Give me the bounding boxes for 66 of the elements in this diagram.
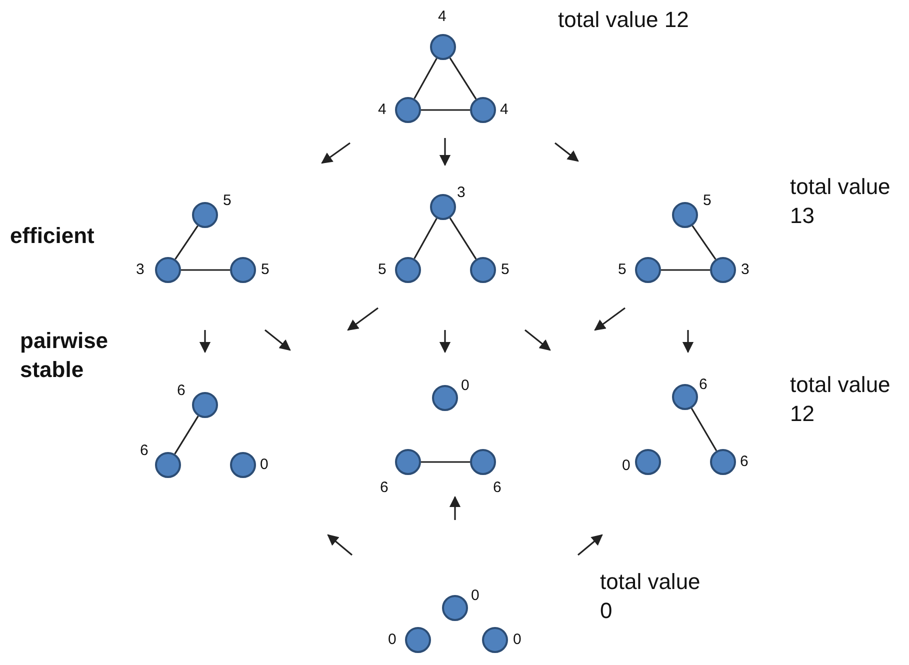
payoff-value: 5 <box>618 262 626 278</box>
payoff-value: 6 <box>740 454 748 470</box>
network-node-circle <box>192 202 218 228</box>
network-node-circle <box>635 449 661 475</box>
payoff-value: 5 <box>223 193 232 209</box>
payoff-value: 4 <box>378 102 386 118</box>
link-line <box>449 218 477 260</box>
payoff-value: 4 <box>500 102 508 118</box>
network-node-circle <box>442 595 468 621</box>
payoff-value: 5 <box>261 262 270 278</box>
payoff-value: 3 <box>457 185 466 201</box>
payoff-value: 5 <box>501 262 510 278</box>
network-node-circle <box>432 385 458 411</box>
payoff-value: 6 <box>699 377 708 393</box>
payoff-value: 5 <box>703 193 712 209</box>
total-value-note: total value 13 <box>790 173 892 230</box>
network-node-circle <box>672 202 698 228</box>
link-line <box>414 218 438 260</box>
link-line <box>449 58 477 100</box>
payoff-value: 6 <box>493 480 502 496</box>
network-annotation: efficient <box>10 222 94 250</box>
network-node-circle <box>672 384 698 410</box>
payoff-value: 0 <box>471 588 480 604</box>
link-line <box>690 408 718 452</box>
link-line <box>181 269 230 271</box>
payoff-value: 4 <box>438 9 446 25</box>
network-node-circle <box>710 257 736 283</box>
network-node-circle <box>155 452 181 478</box>
network-node-circle <box>230 452 256 478</box>
link-line <box>421 461 470 463</box>
payoff-value: 0 <box>388 632 396 648</box>
link-line <box>661 269 710 271</box>
payoff-value: 6 <box>177 383 186 399</box>
link-line <box>692 225 716 260</box>
network-node-circle <box>482 627 508 653</box>
total-value-note: total value 12 <box>790 371 892 428</box>
network-node-circle <box>395 257 421 283</box>
payoff-value: 0 <box>622 458 630 474</box>
network-annotation: pairwise stable <box>20 327 110 384</box>
network-node-circle <box>470 257 496 283</box>
network-node-circle <box>405 627 431 653</box>
payoff-value: 0 <box>260 457 268 473</box>
network-node-circle <box>470 97 496 123</box>
link-line <box>174 225 198 260</box>
network-node-circle <box>430 34 456 60</box>
network-node-circle <box>395 97 421 123</box>
network-node-circle <box>470 449 496 475</box>
link-line <box>414 58 438 100</box>
payoff-value: 3 <box>741 262 750 278</box>
total-value-note: total value 12 <box>558 6 690 34</box>
network-node-circle <box>430 194 456 220</box>
payoff-value: 3 <box>136 262 144 278</box>
payoff-value: 6 <box>140 443 148 459</box>
payoff-value: 0 <box>513 632 522 648</box>
payoff-value: 6 <box>380 480 388 496</box>
network-node-circle <box>192 392 218 418</box>
network-node-circle <box>395 449 421 475</box>
payoff-value: 5 <box>378 262 386 278</box>
payoff-value: 0 <box>461 378 470 394</box>
network-node-circle <box>155 257 181 283</box>
total-value-note: total value 0 <box>600 568 702 625</box>
network-node-circle <box>230 257 256 283</box>
link-line <box>174 416 199 454</box>
network-node-circle <box>635 257 661 283</box>
network-node-circle <box>710 449 736 475</box>
link-line <box>421 109 470 111</box>
